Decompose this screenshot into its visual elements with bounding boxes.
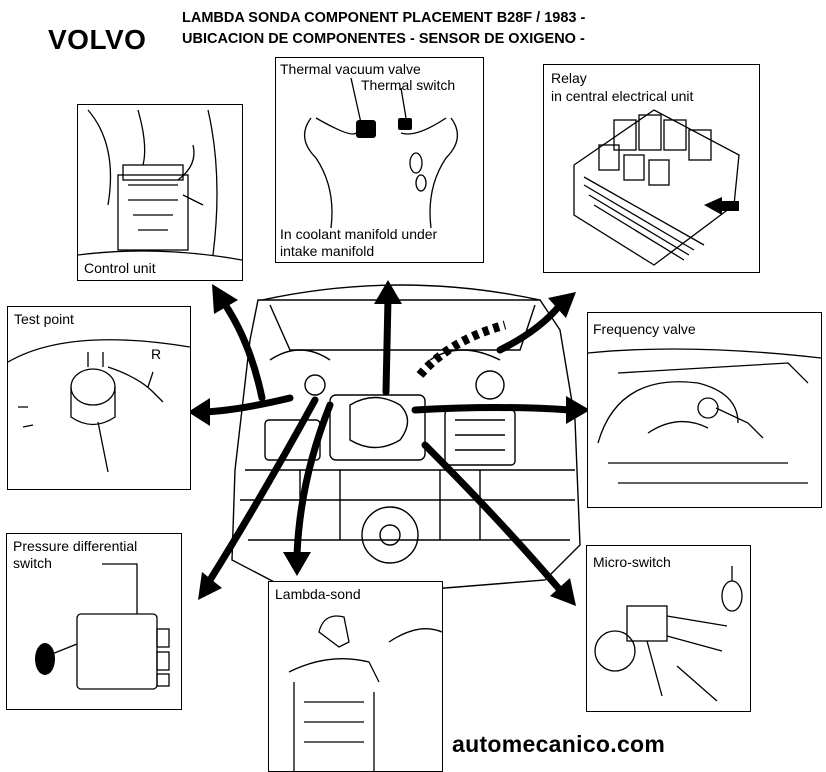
coolant-manifold-label: In coolant manifold under — [280, 226, 438, 242]
test-point-marker-label: R — [151, 346, 162, 362]
panel-frequency-valve: Frequency valve — [587, 312, 822, 508]
relay-location-label: in central electrical unit — [551, 88, 694, 104]
website-watermark: automecanico.com — [452, 731, 666, 757]
panel-lambda-sond: Lambda-sond — [268, 581, 443, 772]
test-point-label: Test point — [14, 311, 74, 327]
pressure-switch-illustration — [35, 563, 170, 690]
frequency-valve-illustration — [588, 348, 821, 484]
frequency-valve-label: Frequency valve — [593, 321, 696, 337]
micro-switch-illustration — [594, 566, 743, 702]
control-unit-label: Control unit — [84, 260, 156, 276]
relay-label: Relay — [551, 70, 587, 86]
thermal-switch-label: Thermal switch — [361, 77, 456, 93]
thermal-vacuum-valve-label: Thermal vacuum valve — [280, 61, 421, 77]
control-unit-illustration — [78, 109, 242, 261]
brand-title: VOLVO — [48, 24, 147, 55]
diagram-title-spanish: UBICACION DE COMPONENTES - SENSOR DE OXI… — [182, 31, 585, 47]
panel-micro-switch: Micro-switch — [586, 545, 751, 712]
relay-illustration — [573, 109, 740, 266]
panel-test-point: Test point R — [7, 306, 191, 490]
thermal-components-illustration — [304, 77, 458, 229]
lambda-sond-illustration — [288, 615, 442, 771]
pressure-switch-label-line2: switch — [13, 555, 52, 571]
panel-thermal-components: Thermal vacuum valve Thermal switch In c… — [275, 57, 484, 263]
panel-pressure-differential-switch: Pressure differential switch — [6, 533, 182, 710]
pressure-switch-label: Pressure differential — [13, 538, 138, 554]
test-point-illustration — [8, 339, 190, 473]
intake-manifold-label: intake manifold — [280, 243, 375, 259]
panel-control-unit: Control unit — [77, 104, 243, 281]
panel-relay: Relay in central electrical unit — [543, 64, 760, 273]
diagram-title-english: LAMBDA SONDA COMPONENT PLACEMENT B28F / … — [182, 10, 586, 26]
micro-switch-label: Micro-switch — [593, 554, 671, 570]
lambda-sond-label: Lambda-sond — [275, 586, 361, 602]
